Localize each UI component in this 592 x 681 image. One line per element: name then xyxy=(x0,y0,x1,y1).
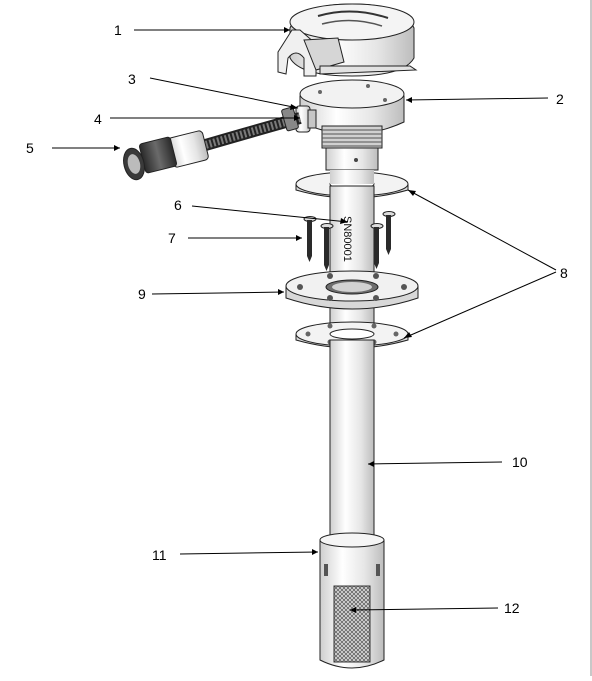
flange-part-9 xyxy=(285,270,419,310)
housing-part-2 xyxy=(299,79,405,171)
tube-lower-segment xyxy=(329,339,375,547)
callout-4: 4 xyxy=(94,111,102,127)
filter-part-11-12 xyxy=(319,532,385,669)
callout-5: 5 xyxy=(26,140,34,156)
callout-7: 7 xyxy=(168,230,176,246)
serial-number: SN80001 xyxy=(341,216,353,262)
callout-8: 8 xyxy=(560,265,568,281)
screws-part-6-7 xyxy=(303,211,396,271)
callout-6: 6 xyxy=(174,197,182,213)
callout-11: 11 xyxy=(152,547,167,563)
conduit-part-4 xyxy=(200,106,302,152)
callout-1: 1 xyxy=(114,22,122,38)
callout-2: 2 xyxy=(556,91,564,107)
connector-part-5 xyxy=(123,130,209,181)
callout-10: 10 xyxy=(512,454,528,470)
leader-lines xyxy=(52,27,557,613)
callout-9: 9 xyxy=(138,286,146,302)
callout-3: 3 xyxy=(128,71,136,87)
right-border xyxy=(590,0,592,676)
callout-12: 12 xyxy=(504,600,520,616)
cap-part-1 xyxy=(277,3,418,77)
